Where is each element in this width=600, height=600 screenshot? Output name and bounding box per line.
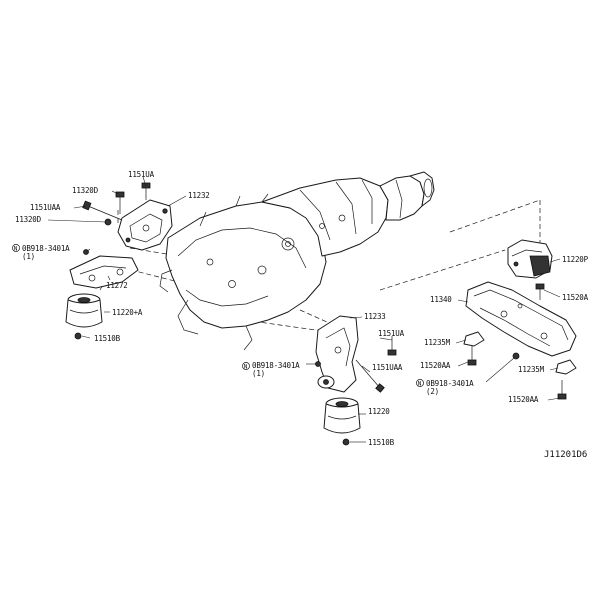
label-0B918-left-qty: (1) (22, 252, 35, 261)
svg-text:N: N (244, 364, 248, 371)
label-1151UA-top: 1151UA (128, 170, 155, 179)
label-11520AA-a: 11520AA (420, 361, 451, 370)
label-11320D-b: 11320D (15, 215, 42, 224)
label-11220A: 11220+A (112, 308, 143, 317)
label-0B918-right: 0B918-3401A (426, 379, 474, 388)
label-1151UAA-left: 1151UAA (30, 203, 61, 212)
bracket-11272 (69, 249, 139, 289)
note-symbol-left: N (12, 244, 20, 253)
crossmember-11340 (465, 281, 577, 357)
label-11520AA-b: 11520AA (508, 395, 539, 404)
label-0B918-mid-qty: (1) (252, 369, 265, 378)
transmission-assembly (159, 171, 435, 351)
insulator-11220P (507, 239, 553, 300)
diagram-code: J11201D6 (544, 450, 587, 460)
label-11232: 11232 (188, 191, 210, 200)
svg-text:N: N (14, 246, 18, 253)
label-1151UAA-mid: 1151UAA (372, 363, 403, 372)
label-11510B-mid: 11510B (368, 438, 395, 447)
note-symbol-mid: N (242, 362, 250, 371)
leader-lines (47, 176, 561, 443)
bracket-11232 (117, 199, 173, 251)
label-0B918-mid: 0B918-3401A (252, 361, 300, 370)
insulator-11220A (65, 293, 103, 340)
label-11340: 11340 (430, 295, 452, 304)
note-symbol-right: N (416, 379, 424, 388)
label-11272: 11272 (106, 281, 128, 290)
label-0B918-left: 0B918-3401A (22, 244, 70, 253)
label-11510B-left: 11510B (94, 334, 121, 343)
label-11320D-a: 11320D (72, 186, 99, 195)
bracket-11233 (315, 315, 397, 393)
svg-text:N: N (418, 381, 422, 388)
callout-labels: 1151UA 11320D 11232 1151UAA 11320D N 0B9… (12, 170, 589, 460)
label-11233: 11233 (364, 312, 386, 321)
label-11235M-b: 11235M (518, 365, 545, 374)
label-0B918-right-qty: (2) (426, 387, 439, 396)
label-1151UA-mid: 1151UA (378, 329, 405, 338)
label-11520A: 11520A (562, 293, 589, 302)
label-11220P: 11220P (562, 255, 589, 264)
stoppers-11235M (463, 331, 577, 400)
label-11235M-a: 11235M (424, 338, 451, 347)
label-11220: 11220 (368, 407, 390, 416)
insulator-11220 (323, 397, 361, 446)
